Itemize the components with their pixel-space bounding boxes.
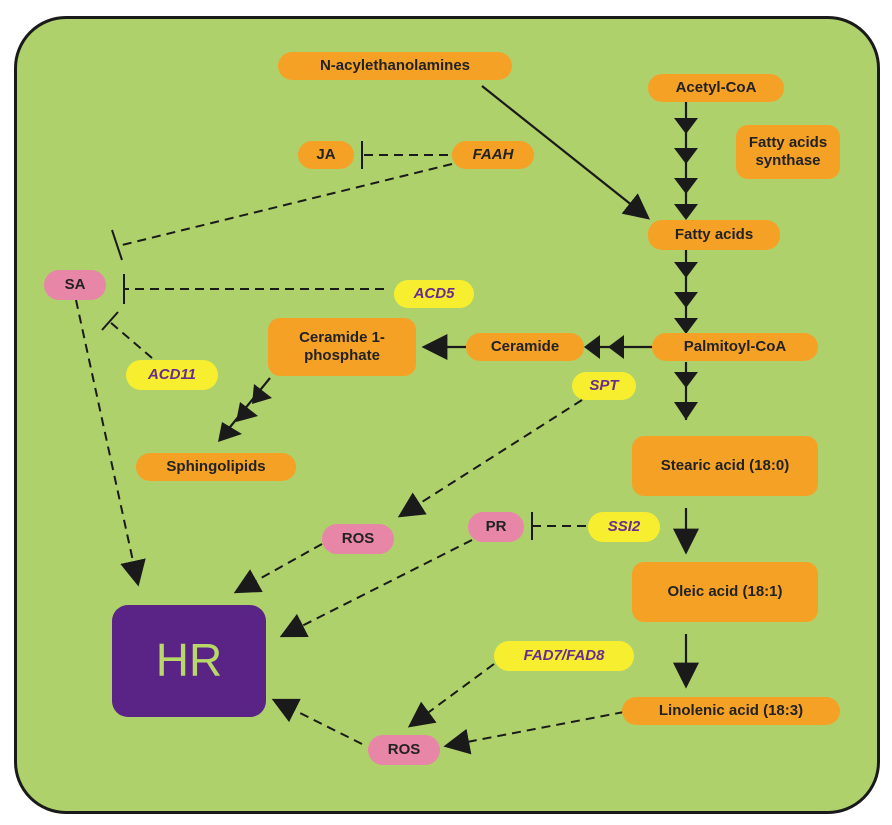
arrow-linolenic-to-roslower [443, 711, 625, 755]
arrow-sa-to-hr [75, 299, 146, 587]
node-acd5: ACD5 [394, 280, 474, 308]
node-palmitoyl-coa: Palmitoyl-CoA [652, 333, 818, 361]
node-acd11: ACD11 [126, 360, 218, 390]
inhibit-bar-sa-top [111, 229, 123, 261]
node-linolenic-acid: Linolenic acid (18:3) [622, 697, 840, 725]
node-n-acylethanolamines: N-acylethanolamines [278, 52, 512, 80]
node-spt: SPT [572, 372, 636, 400]
node-ja: JA [298, 141, 354, 169]
chevron-arrowheads [218, 118, 698, 442]
arrow-roslower-to-hr [271, 698, 363, 745]
arrow-spt-to-ros [397, 399, 583, 518]
node-ceramide: Ceramide [466, 333, 584, 361]
arrow-c1p-to-sphingolipids [225, 377, 271, 433]
node-fatty-acids-synthase: Fatty acids synthase [736, 125, 840, 179]
arrow-rosupper-to-hr [233, 543, 323, 594]
node-ceramide-1-phosphate: Ceramide 1-phosphate [268, 318, 416, 376]
node-stearic-acid: Stearic acid (18:0) [632, 436, 818, 496]
node-pr: PR [468, 512, 524, 542]
inhibit-bar-sa-low [101, 311, 119, 331]
node-sa: SA [44, 270, 106, 300]
node-ssi2: SSI2 [588, 512, 660, 542]
node-sphingolipids: Sphingolipids [136, 453, 296, 481]
node-ros-upper: ROS [322, 524, 394, 554]
node-hr: HR [112, 605, 266, 717]
arrow-pr-to-hr [279, 539, 473, 638]
node-ros-lower: ROS [368, 735, 440, 765]
node-oleic-acid: Oleic acid (18:1) [632, 562, 818, 622]
arrow-fad-to-roslower [407, 663, 495, 728]
node-acetyl-coa: Acetyl-CoA [648, 74, 784, 102]
node-fad7-fad8: FAD7/FAD8 [494, 641, 634, 671]
inhibit-acd11-to-sa [109, 321, 153, 359]
arrow-nae-to-fattyacids [481, 85, 651, 220]
inhibit-faah-to-sa [117, 163, 453, 247]
node-fatty-acids: Fatty acids [648, 220, 780, 250]
node-faah: FAAH [452, 141, 534, 169]
